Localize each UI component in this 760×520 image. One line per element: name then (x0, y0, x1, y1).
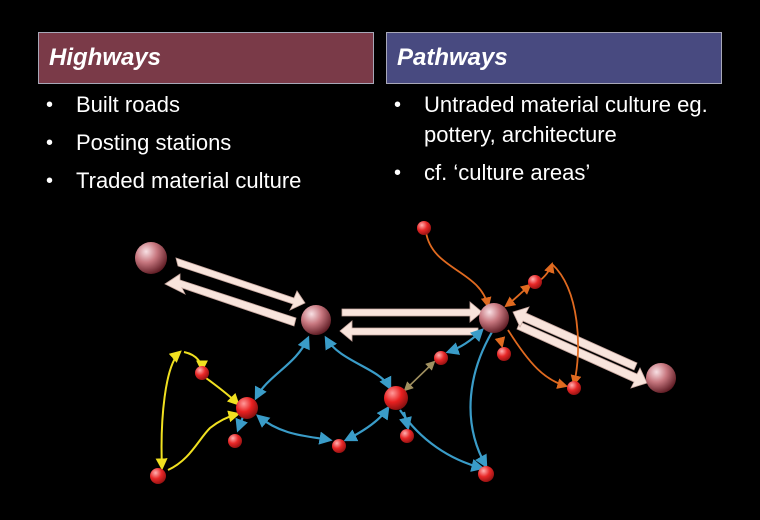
blue-path-5 (445, 328, 484, 355)
settlement-node-left (236, 397, 258, 419)
highways-bullet-posting-stations: Posting stations (40, 128, 370, 158)
small-node-11 (150, 468, 166, 484)
blue-path-4 (343, 405, 390, 442)
small-node-8 (332, 439, 346, 453)
pathways-bullet-untraded-culture: Untraded material culture eg. pottery, a… (388, 90, 728, 150)
highway-arrow-c-to-b (339, 320, 479, 342)
blue-path-1 (254, 335, 310, 401)
highway-arrow-b-to-a (164, 273, 297, 327)
pathways-bullet-culture-areas: cf. ‘culture areas’ (388, 158, 728, 188)
highways-bullet-built-roads: Built roads (40, 90, 370, 120)
gray-path (403, 360, 436, 392)
orange-path-1 (425, 231, 492, 309)
blue-path-2 (324, 335, 392, 391)
orange-path-6 (494, 336, 506, 349)
pathways-header: Pathways (386, 32, 722, 84)
small-node-9 (400, 429, 414, 443)
orange-path-2 (504, 283, 532, 308)
blue-pathways (235, 328, 493, 472)
station-node-b (301, 305, 331, 335)
large-nodes (135, 242, 676, 393)
small-node-1 (417, 221, 431, 235)
highways-title: Highways (49, 44, 162, 71)
yellow-pathways (155, 350, 241, 471)
yellow-path-1 (155, 350, 182, 471)
highways-bullet-list: Built roads Posting stations Traded mate… (40, 90, 370, 204)
highway-arrow-d-to-c (512, 306, 638, 371)
highway-arrows (164, 257, 648, 389)
pathways-title: Pathways (397, 44, 508, 71)
station-node-a (135, 242, 167, 274)
highway-arrow-c-to-d (516, 321, 648, 389)
small-node-5 (434, 351, 448, 365)
small-node-10 (478, 466, 494, 482)
highways-header: Highways (38, 32, 374, 84)
highways-bullet-traded-culture: Traded material culture (40, 166, 370, 196)
small-nodes (150, 221, 581, 484)
small-node-2 (528, 275, 542, 289)
settlement-node-center (384, 386, 408, 410)
small-node-7 (228, 434, 242, 448)
blue-path-3 (255, 414, 333, 445)
station-node-c (479, 303, 509, 333)
medium-nodes (236, 386, 408, 419)
orange-path-4 (551, 263, 582, 387)
orange-path-5 (507, 329, 569, 389)
station-node-d (646, 363, 676, 393)
pathways-bullet-list: Untraded material culture eg. pottery, a… (388, 90, 728, 196)
small-node-3 (497, 347, 511, 361)
small-node-4 (567, 381, 581, 395)
highway-arrow-a-to-b (175, 257, 306, 311)
yellow-path-4 (167, 410, 241, 471)
blue-path-8 (469, 331, 493, 469)
yellow-path-3 (205, 377, 240, 406)
highway-arrow-b-to-c (341, 301, 483, 323)
small-node-6 (195, 366, 209, 380)
blue-path-7 (399, 411, 412, 431)
